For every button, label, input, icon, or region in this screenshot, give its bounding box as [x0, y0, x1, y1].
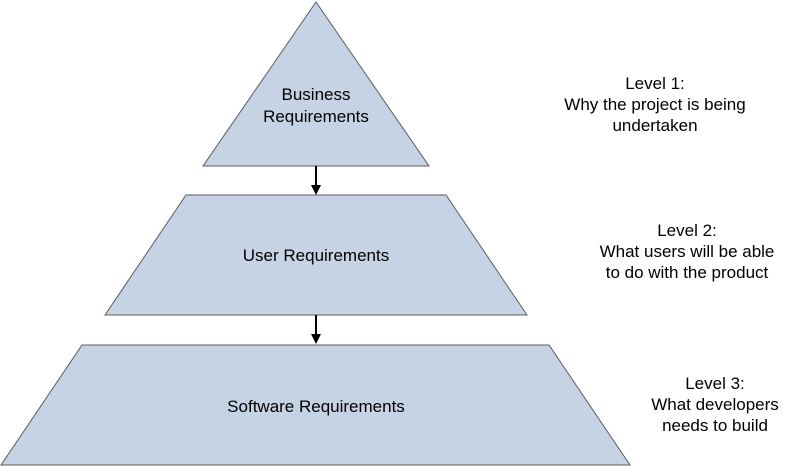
level-2-note: Level 2: What users will be able to do w…: [582, 220, 792, 283]
business-requirements-label: Business: [282, 85, 351, 104]
level-3-note: Level 3: What developers needs to build: [640, 373, 790, 436]
level-1-note: Level 1: Why the project is being undert…: [560, 73, 750, 136]
user-requirements-label: User Requirements: [243, 246, 389, 265]
user-requirements-shape: [104, 194, 528, 316]
software-requirements-label: Software Requirements: [227, 397, 405, 416]
level-3-description: What developers: [651, 395, 779, 414]
level-2-description: to do with the product: [605, 263, 769, 282]
software-requirements-shape: [0, 344, 631, 466]
level-1-description: Why the project is being: [564, 95, 746, 114]
level-2-title: Level 2:: [657, 221, 717, 240]
level-2-description: What users will be able: [599, 242, 775, 261]
business-requirements-label: Requirements: [263, 107, 369, 126]
level-1-title: Level 1:: [625, 74, 685, 93]
arrow-head-1: [311, 185, 321, 195]
business-requirements-shape: [202, 1, 430, 167]
level-3-title: Level 3:: [685, 374, 745, 393]
level-3-description: needs to build: [662, 416, 768, 435]
arrow-head-2: [311, 334, 321, 344]
level-1-description: undertaken: [612, 116, 698, 135]
